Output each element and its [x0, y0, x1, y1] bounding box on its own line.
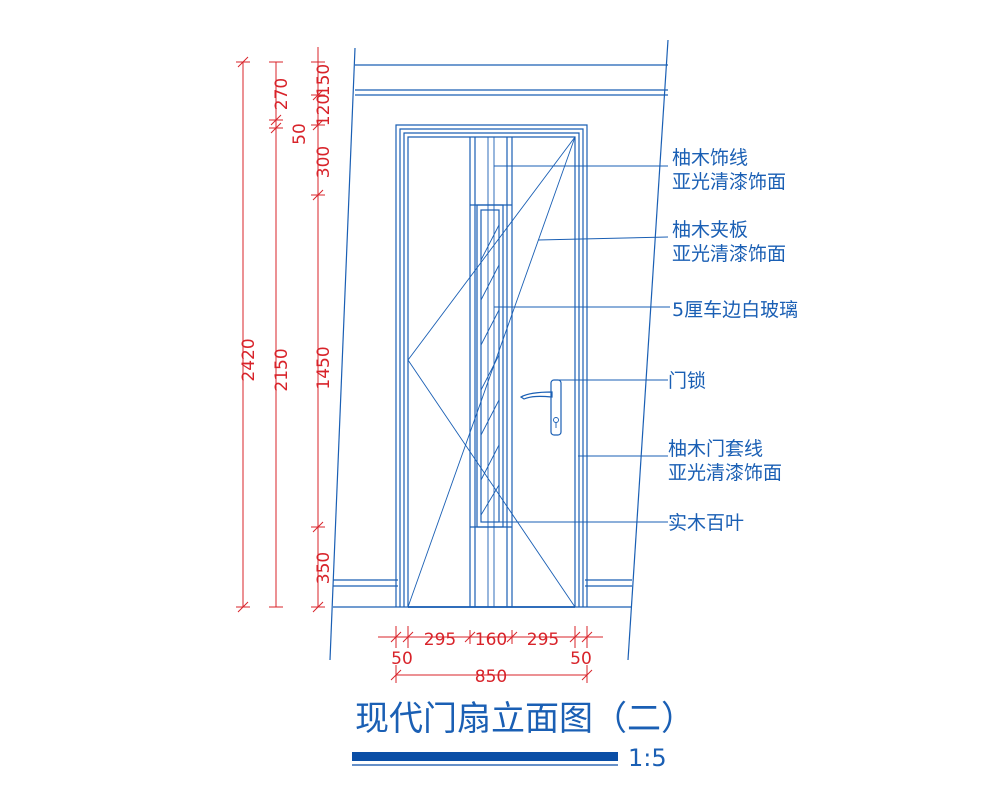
drawing-title: 现代门扇立面图（二）	[355, 699, 695, 739]
vertical-dimensions: 2420 2150 270 50 150 120 300 1450 350	[236, 47, 334, 613]
note-teak-trim-1: 柚木饰线	[672, 147, 748, 169]
door-swing-lines	[407, 136, 576, 608]
dim-2150: 2150	[272, 348, 292, 391]
horizontal-dimensions: 295 160 295 50 50 850	[378, 626, 603, 687]
glass-panel	[476, 204, 504, 528]
door-lock-icon	[519, 379, 562, 436]
dim-50-right: 50	[570, 649, 592, 669]
title-underline-bar	[352, 752, 618, 761]
note-teak-ply-2: 亚光清漆饰面	[672, 243, 786, 265]
note-louver: 实木百叶	[668, 512, 744, 534]
dim-850: 850	[475, 667, 507, 687]
door-casing	[395, 124, 588, 607]
dim-300: 300	[314, 146, 334, 178]
dim-1450: 1450	[314, 346, 334, 389]
note-lock: 门锁	[668, 370, 706, 392]
drawing-scale: 1:5	[628, 744, 667, 772]
dim-50: 50	[290, 123, 310, 145]
annotation-leaders	[490, 165, 670, 523]
dim-160: 160	[475, 630, 507, 650]
dim-295-left: 295	[424, 630, 456, 650]
dim-150: 150	[314, 64, 334, 96]
note-teak-trim-2: 亚光清漆饰面	[672, 171, 786, 193]
note-glass: 5厘车边白玻璃	[672, 299, 798, 321]
door-leaf	[408, 137, 575, 608]
title-block: 现代门扇立面图（二） 1:5	[352, 699, 695, 772]
note-casing-2: 亚光清漆饰面	[668, 462, 782, 484]
note-teak-ply-1: 柚木夹板	[672, 219, 748, 241]
dim-295-right: 295	[527, 630, 559, 650]
dim-350: 350	[314, 552, 334, 584]
dim-270: 270	[272, 78, 292, 110]
dim-2420: 2420	[239, 338, 259, 381]
note-casing-1: 柚木门套线	[668, 438, 763, 460]
dim-120: 120	[314, 94, 334, 126]
annotation-labels: 柚木饰线 亚光清漆饰面 柚木夹板 亚光清漆饰面 5厘车边白玻璃 门锁 柚木门套线…	[668, 147, 798, 534]
dim-50-left: 50	[391, 649, 413, 669]
